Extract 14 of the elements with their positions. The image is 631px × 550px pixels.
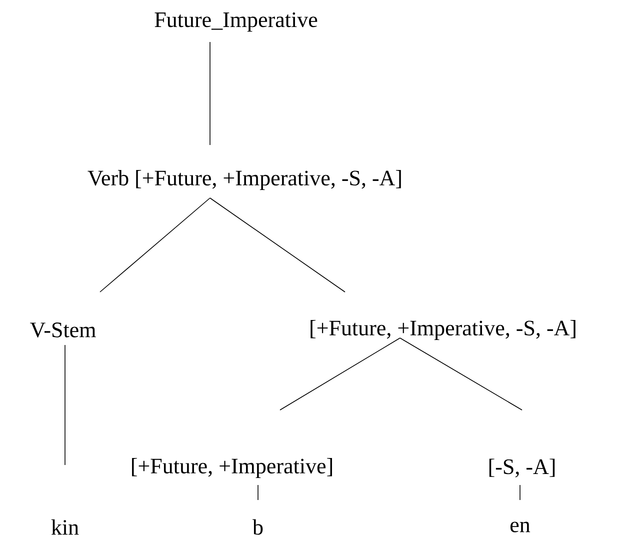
tree-branch [280, 338, 400, 410]
tree-branch [64, 344, 66, 466]
tree-label: [+Future, +Imperative] [132, 458, 332, 478]
tree-label: [+Future, +Imperative, -S, -A] [310, 320, 576, 340]
tree-label: [-S, -A] [489, 458, 555, 478]
tree-label: Future_Imperative [154, 12, 318, 32]
tree-label: V-Stem [30, 322, 96, 338]
tree-branch [210, 198, 346, 292]
tree-branch [400, 338, 522, 410]
tree-label: kin [51, 519, 79, 535]
tree-branch [100, 198, 210, 292]
tree-label: Verb [+Future, +Imperative, -S, -A] [88, 170, 401, 190]
tree-label: b [252, 519, 263, 535]
tree-label: en [510, 522, 530, 532]
